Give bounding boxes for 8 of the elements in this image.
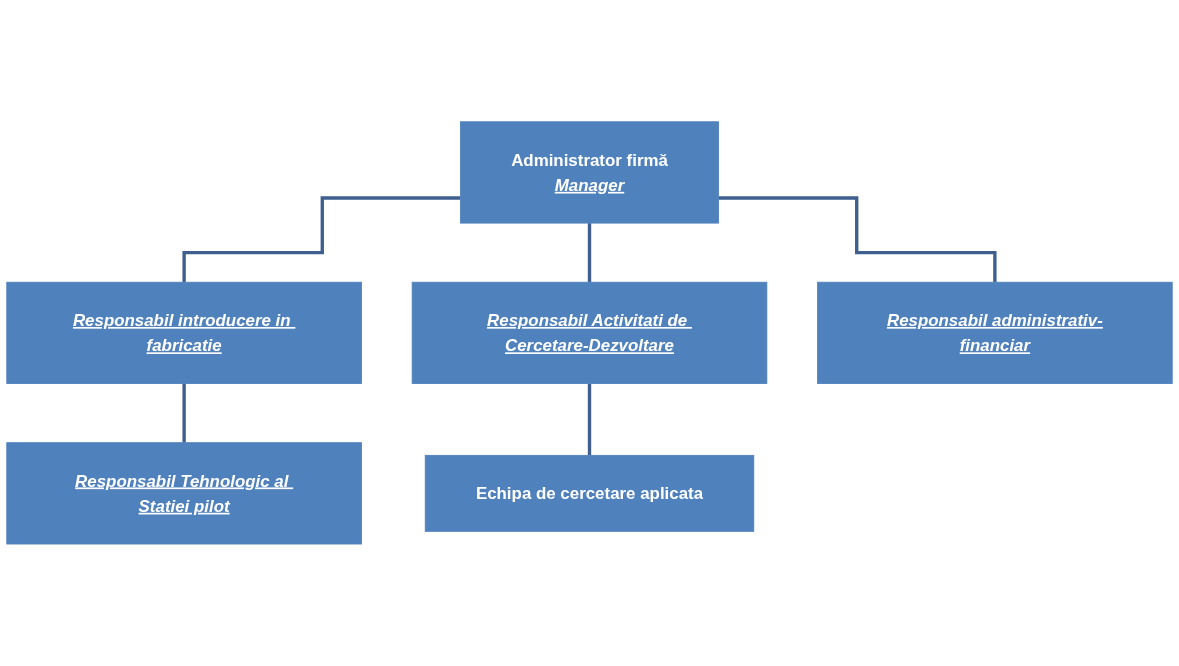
connector: [718, 196, 997, 284]
connector: [182, 196, 461, 284]
node-box: Responsabil introducere in fabricatie: [6, 281, 362, 385]
node-box: Administrator firmă Manager: [460, 121, 719, 224]
node-box: Responsabil Tehnologic al Statiei pilot: [6, 442, 362, 545]
node-box: Responsabil Activitati de Cercetare-Dezvoltare: [411, 281, 768, 385]
node-box: Responsabil administrativ-financiar: [817, 281, 1173, 385]
node-box: Echipa de cercetare aplicata: [424, 455, 755, 532]
